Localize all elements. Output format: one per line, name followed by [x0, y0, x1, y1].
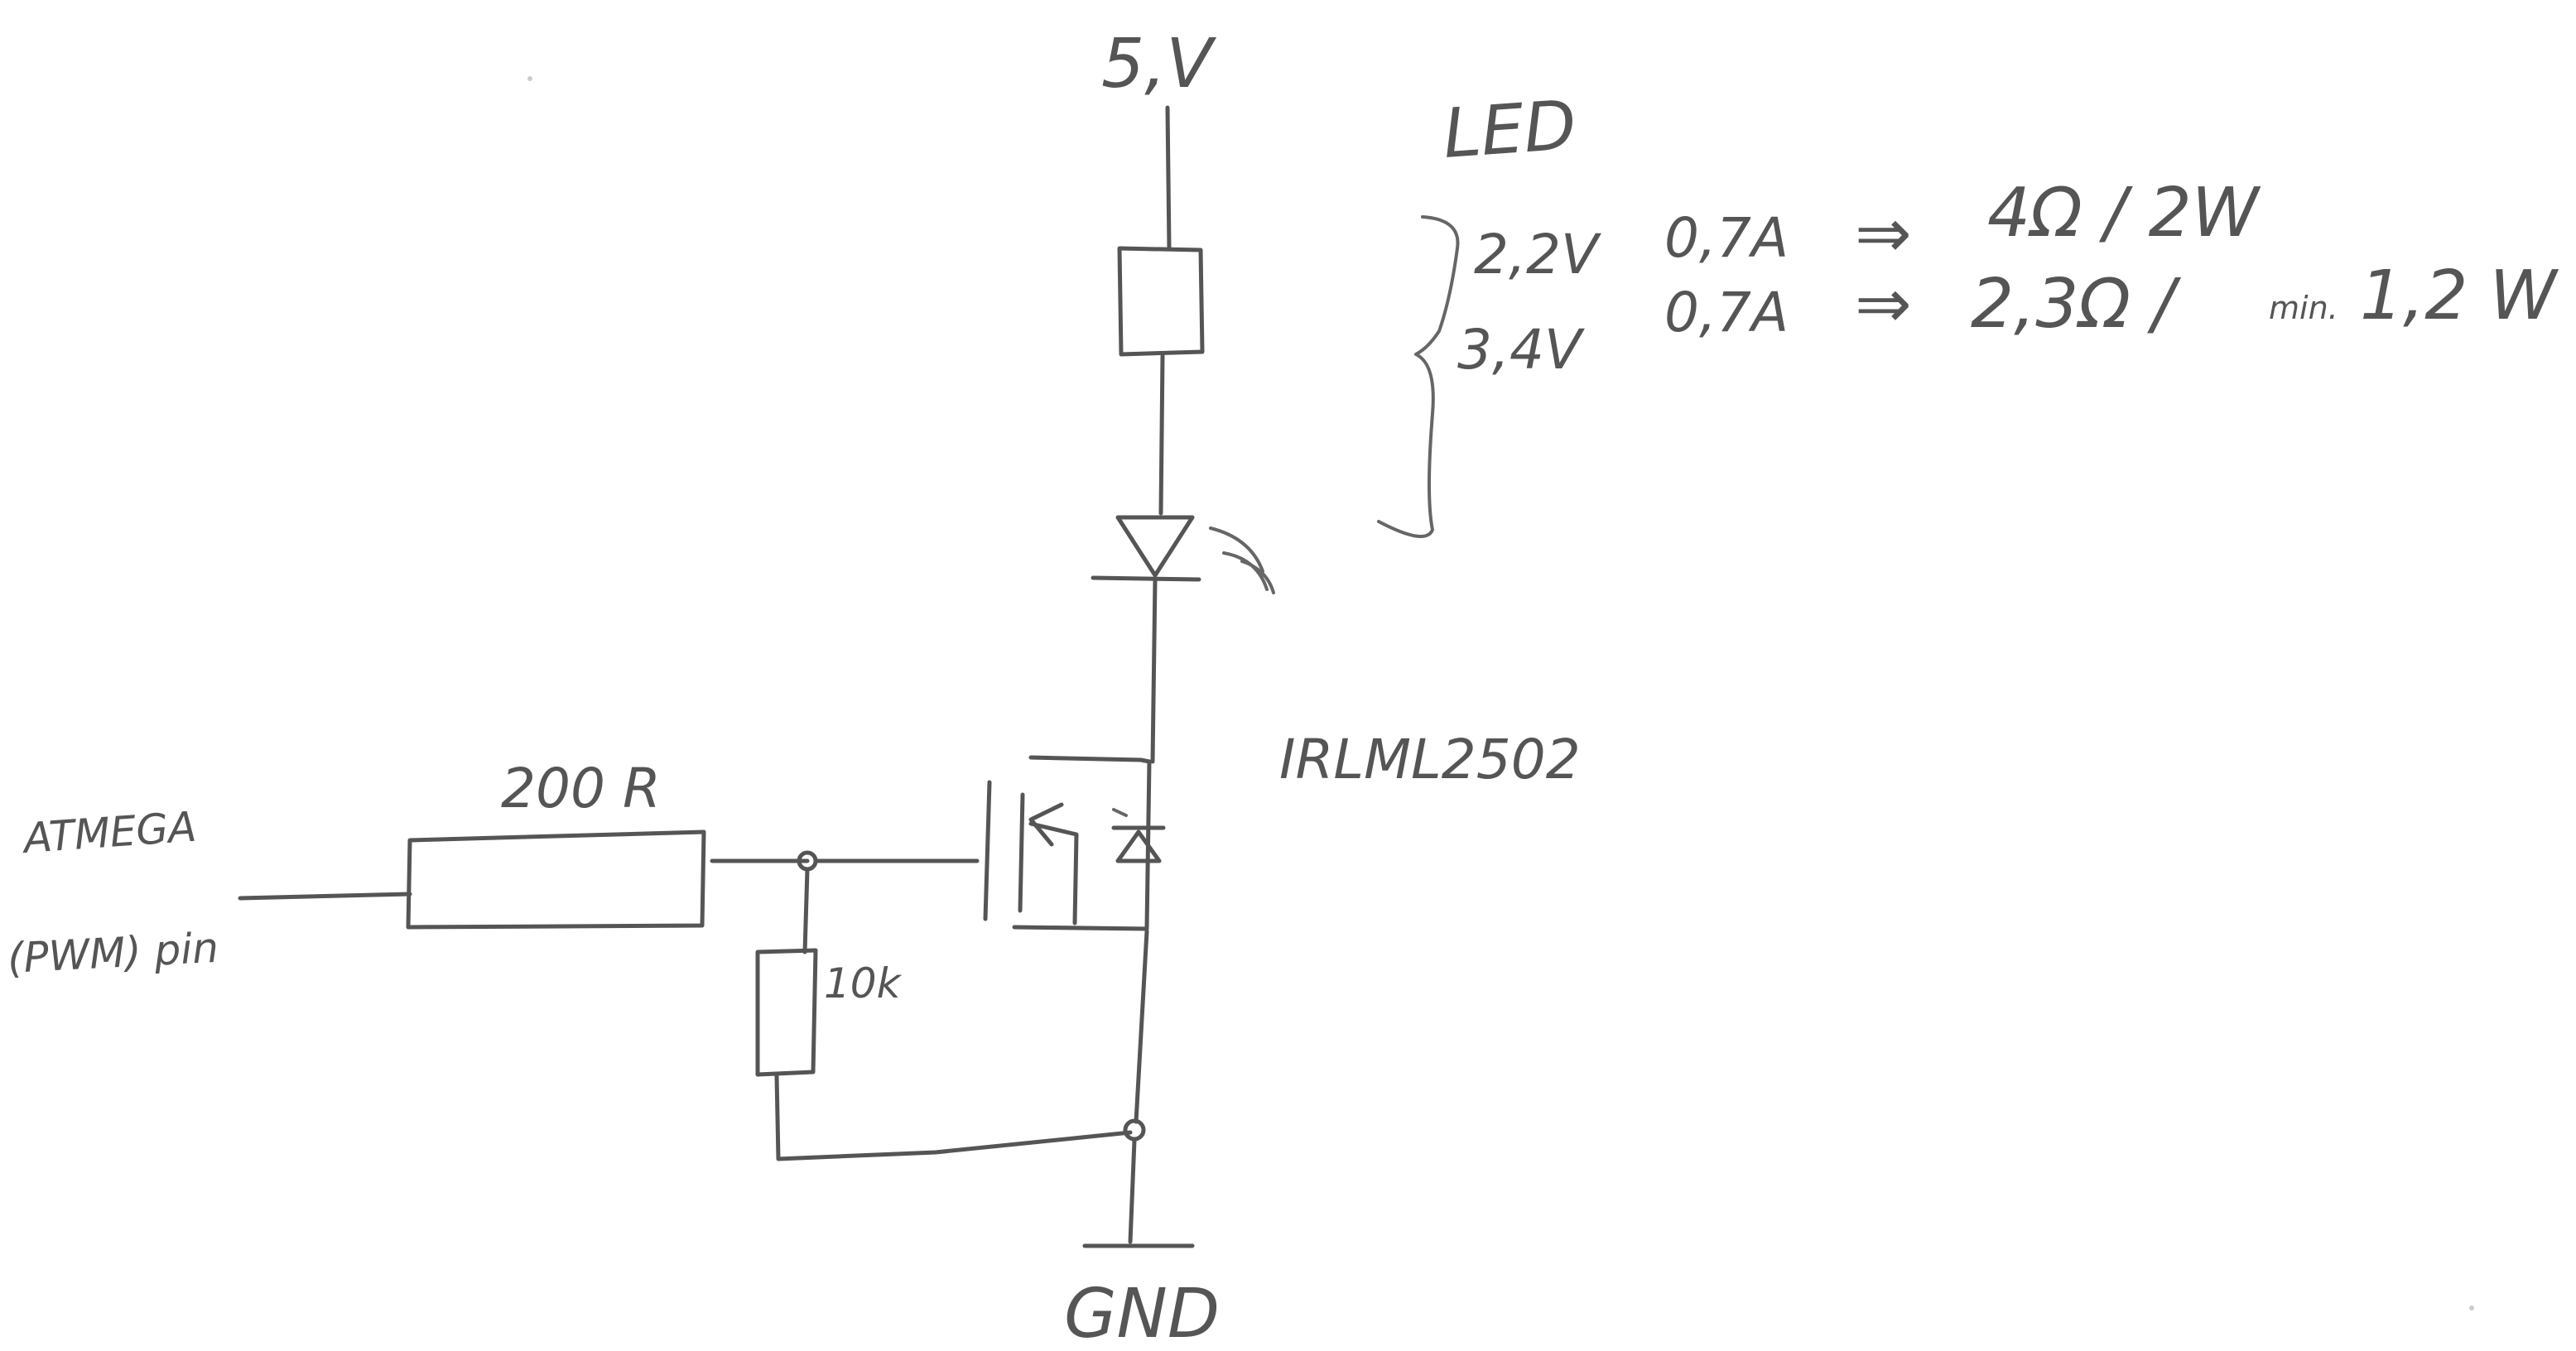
gate-resistor — [406, 829, 706, 930]
note-row2-result-a: 2,3Ω / — [1971, 265, 2181, 344]
gate-drive — [238, 829, 1133, 1161]
led-triangle — [1115, 515, 1195, 578]
supply-branch: 5,V — [1101, 25, 1216, 516]
pwm-pin-label: (PWM) pin — [7, 924, 220, 983]
supply-label: 5,V — [1101, 25, 1216, 103]
mosfet-label: IRLML2502 — [1279, 728, 1581, 791]
mosfet-drain-rail — [1139, 757, 1152, 930]
ground-wire — [1128, 1138, 1137, 1244]
note-row1-current: 0,7A — [1664, 206, 1789, 270]
note-row2-voltage: 3,4V — [1457, 318, 1585, 382]
gate-resistor-label: 200 R — [501, 757, 661, 820]
mosfet-diode-tick — [1112, 808, 1128, 817]
note-row1-voltage: 2,2V — [1474, 223, 1601, 286]
ground-node — [1123, 1118, 1146, 1142]
supply-wire — [1165, 105, 1172, 251]
ground-label: GND — [1064, 1275, 1220, 1351]
series-resistor — [1117, 246, 1205, 357]
note-row2-arrow: ⇒ — [1855, 265, 1912, 344]
mosfet-channel — [1018, 792, 1025, 913]
led-light-arc-1 — [1209, 526, 1264, 573]
pulldown-return-wire — [774, 1074, 1133, 1161]
led-cathode-bar — [1091, 575, 1201, 582]
led-symbol — [1091, 515, 1275, 764]
ground-branch — [1082, 929, 1195, 1248]
mosfet-body-line — [1028, 821, 1079, 926]
atmega-input-wire — [238, 892, 412, 901]
note-row2-result-c: 1,2 W — [2360, 257, 2559, 335]
atmega-label: ATMEGA — [20, 803, 198, 863]
note-row1-result: 4Ω / 2W — [1987, 174, 2261, 252]
mosfet-arrow — [1028, 802, 1064, 847]
led-light-arc-3 — [1240, 560, 1275, 594]
pulldown-resistor — [755, 948, 818, 1077]
pulldown-label: 10k — [824, 959, 903, 1007]
node-pulldown-wire — [802, 867, 810, 954]
mosfet-body-diode — [1111, 825, 1166, 863]
led-notes: 2,2V 0,7A ⇒ 4Ω / 2W 3,4V 0,7A ⇒ 2,3Ω / m… — [1377, 174, 2559, 538]
note-row2-result-b: min. — [2269, 290, 2338, 326]
mosfet-symbol — [983, 755, 1166, 931]
resistor-led-wire — [1158, 353, 1165, 516]
note-row1-arrow: ⇒ — [1855, 195, 1912, 273]
led-drain-wire — [1150, 577, 1158, 764]
note-row2-current: 0,7A — [1664, 281, 1789, 344]
mosfet-source-plate — [1012, 925, 1149, 931]
notes-brace — [1377, 215, 1460, 538]
mosfet-drain-plate — [1028, 755, 1144, 762]
led-label: LED — [1441, 86, 1579, 174]
paper-speck-2 — [2469, 1305, 2474, 1310]
paper-speck-1 — [527, 76, 532, 81]
mosfet-gate-plate — [983, 780, 992, 921]
source-ground-wire — [1134, 929, 1149, 1124]
